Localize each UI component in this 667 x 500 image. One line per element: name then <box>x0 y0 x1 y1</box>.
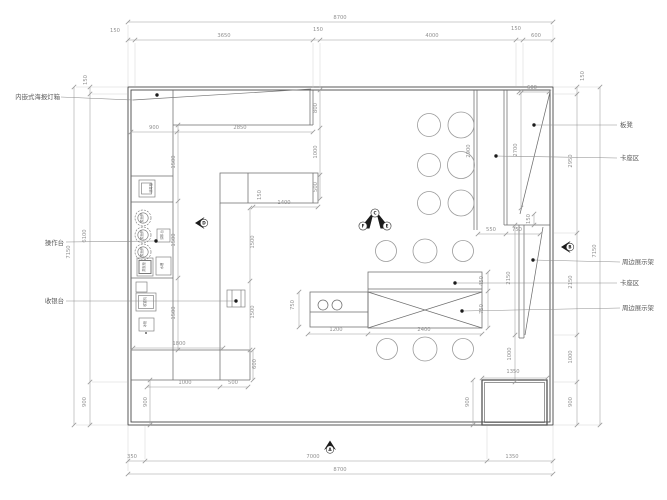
dim-text: 2950 <box>568 154 574 167</box>
dim-text: 800 <box>313 103 319 113</box>
dim-text: 1200 <box>329 327 342 333</box>
dim-text: 1500 <box>171 233 177 246</box>
dim-text: 750 <box>479 304 485 314</box>
leader-dots <box>154 93 536 313</box>
dim-text: 450 <box>479 276 485 286</box>
dim-text: 8700 <box>333 15 346 21</box>
section-marker-cef: C F E <box>358 208 392 231</box>
dim-text: 2150 <box>568 275 574 288</box>
dim-text: 2900 <box>466 144 472 157</box>
dim-text: 水槽 <box>159 262 164 269</box>
plan-label: 操作台 <box>45 238 64 247</box>
dim-text: 1000 <box>568 350 574 363</box>
dimension-texts: 8700 150 3650 150 4000 150 600 350 7000 1350 8700 1… <box>66 15 598 473</box>
dim-text: 150 <box>83 75 89 85</box>
dim-text: 1800 <box>172 341 185 347</box>
dim-text: 1000 <box>178 380 191 386</box>
dim-text: 150 <box>526 214 532 224</box>
dim-text: 900 <box>143 397 149 407</box>
dim-text: 750 <box>512 227 522 233</box>
outer-walls <box>127 86 554 426</box>
dim-text: 2700 <box>513 143 519 156</box>
dim-text: 煮面炉 <box>139 230 144 240</box>
dim-text: 150 <box>110 28 120 34</box>
kitchen-equipment <box>134 179 246 334</box>
dim-text: 900 <box>82 397 88 407</box>
dim-text: 1000 <box>313 145 319 158</box>
dim-text: 600 <box>531 33 541 39</box>
equipment-labels: 消毒柜煮面炉煮面炉煮面炉调料台蒸饭柜水槽收银机冰柜 <box>139 182 164 327</box>
plan-label: 卡座区 <box>620 278 640 287</box>
plan-label: 内嵌式海报灯箱 <box>15 92 60 101</box>
dim-text: 750 <box>290 300 296 310</box>
dim-text: 900 <box>149 125 159 131</box>
dim-text: 1500 <box>171 306 177 319</box>
section-marker-b: B <box>561 241 575 253</box>
dim-text: 150 <box>511 26 521 32</box>
dim-text: 调料台 <box>159 230 164 240</box>
dim-text: 150 <box>257 190 263 200</box>
island-tables <box>309 271 483 329</box>
svg-text:E: E <box>386 224 389 229</box>
dim-text: 7000 <box>306 454 319 460</box>
dim-text: 煮面炉 <box>139 213 144 223</box>
dim-text: 1500 <box>171 155 177 168</box>
plan-label: 周边展示架 <box>622 304 655 312</box>
dim-text: 150 <box>313 27 323 33</box>
dim-text: 8700 <box>333 467 346 473</box>
dim-text: 900 <box>465 397 471 407</box>
svg-text:C: C <box>373 211 376 216</box>
leader-lines <box>60 96 621 312</box>
dim-text: 150 <box>580 71 586 81</box>
dim-text: 500 <box>313 182 319 192</box>
counters <box>131 90 319 381</box>
dim-text: 4000 <box>425 33 438 39</box>
dim-text: 3650 <box>217 33 230 39</box>
booth-bench <box>473 90 551 339</box>
dim-text: 2850 <box>233 125 246 131</box>
plan-label: 周边展示架 <box>622 258 655 266</box>
section-marker-d: D <box>195 217 209 229</box>
dim-text: 收银机 <box>142 296 147 306</box>
storage-box <box>481 379 548 426</box>
dim-text: 1500 <box>250 305 256 318</box>
svg-text:D: D <box>202 221 206 226</box>
section-marker-a: A <box>324 440 336 454</box>
poster-lightbox <box>132 88 312 101</box>
dim-text: 1350 <box>505 454 518 460</box>
dining-stools <box>375 111 475 362</box>
plan-label: 卡座区 <box>620 153 640 162</box>
plan-label: 收银台 <box>45 296 64 305</box>
dim-text: 消毒柜 <box>148 182 153 192</box>
svg-text:A: A <box>328 447 332 452</box>
dim-text: 1000 <box>507 347 513 360</box>
dim-text: 煮面炉 <box>139 247 144 257</box>
dim-text: 冰柜 <box>142 320 147 327</box>
dim-text: 600 <box>527 85 537 91</box>
dim-text: 6100 <box>82 229 88 242</box>
svg-text:F: F <box>362 224 365 229</box>
dim-text: 蒸饭柜 <box>141 261 146 271</box>
dim-text: 2400 <box>417 327 430 333</box>
svg-text:B: B <box>568 245 571 250</box>
dim-text: 600 <box>252 359 258 369</box>
dim-text: 350 <box>127 454 137 460</box>
dim-text: 2150 <box>506 271 512 284</box>
dim-text: 7150 <box>592 244 598 257</box>
dim-text: 1400 <box>277 200 290 206</box>
dim-text: 1500 <box>250 235 256 248</box>
dimension-lines <box>71 19 603 477</box>
dim-text: 7150 <box>66 245 72 258</box>
dim-text: 900 <box>568 397 574 407</box>
dim-text: 550 <box>486 227 496 233</box>
plan-label: 板凳 <box>620 120 633 129</box>
dim-text: 500 <box>228 380 238 386</box>
dim-text: 1350 <box>506 369 519 375</box>
